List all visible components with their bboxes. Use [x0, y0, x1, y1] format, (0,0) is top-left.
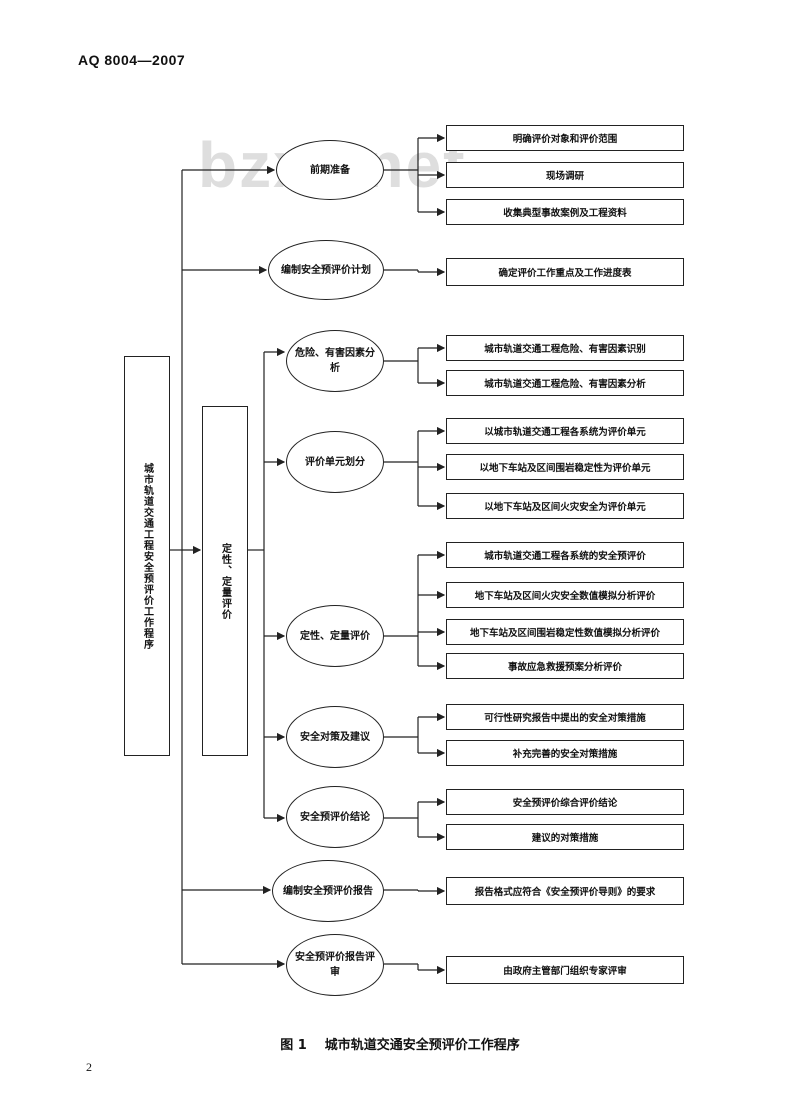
task-box: 地下车站及区间围岩稳定性数值模拟分析评价 — [446, 619, 684, 645]
stage-label: 安全预评价结论 — [300, 811, 370, 823]
stage-oval: 编制安全预评价报告 — [272, 860, 384, 922]
stage-label: 评价单元划分 — [305, 456, 365, 468]
task-box: 以地下车站及区间火灾安全为评价单元 — [446, 493, 684, 519]
task-label: 城市轨道交通工程各系统的安全预评价 — [484, 551, 646, 562]
task-box: 城市轨道交通工程危险、有害因素分析 — [446, 370, 684, 396]
stage-oval: 编制安全预评价计划 — [268, 240, 384, 300]
task-box: 安全预评价综合评价结论 — [446, 789, 684, 815]
stage-label: 危险、有害因素分析 — [295, 348, 375, 374]
stage-label: 安全预评价报告评审 — [295, 952, 375, 978]
task-label: 城市轨道交通工程危险、有害因素分析 — [484, 379, 646, 390]
task-box: 城市轨道交通工程各系统的安全预评价 — [446, 542, 684, 568]
stage-label: 安全对策及建议 — [300, 731, 370, 743]
task-box: 地下车站及区间火灾安全数值模拟分析评价 — [446, 582, 684, 608]
task-box: 现场调研 — [446, 162, 684, 188]
stage-oval: 安全预评价报告评审 — [286, 934, 384, 996]
task-box: 明确评价对象和评价范围 — [446, 125, 684, 151]
task-box: 城市轨道交通工程危险、有害因素识别 — [446, 335, 684, 361]
stage-oval: 安全对策及建议 — [286, 706, 384, 768]
task-label: 建议的对策措施 — [531, 833, 599, 844]
task-label: 事故应急救援预案分析评价 — [507, 662, 622, 673]
task-label: 明确评价对象和评价范围 — [512, 134, 618, 145]
task-label: 安全预评价综合评价结论 — [512, 798, 618, 809]
task-label: 以地下车站及区间围岩稳定性为评价单元 — [479, 463, 651, 474]
page-number: 2 — [86, 1060, 92, 1074]
stage-oval: 前期准备 — [276, 140, 384, 200]
task-box: 报告格式应符合《安全预评价导则》的要求 — [446, 877, 684, 905]
figure-number: 图 1 — [280, 1038, 307, 1053]
figure-title: 城市轨道交通安全预评价工作程序 — [324, 1038, 520, 1053]
task-label: 城市轨道交通工程危险、有害因素识别 — [484, 344, 646, 355]
task-box: 确定评价工作重点及工作进度表 — [446, 258, 684, 286]
method-label: 定性、定量评价 — [219, 542, 231, 620]
workflow-root-label: 城市轨道交通工程安全预评价工作程序 — [141, 462, 153, 650]
stage-oval: 评价单元划分 — [286, 431, 384, 493]
method-box: 定性、定量评价 — [202, 406, 248, 756]
stage-label: 编制安全预评价计划 — [281, 264, 371, 276]
task-box: 可行性研究报告中提出的安全对策措施 — [446, 704, 684, 730]
workflow-root-box: 城市轨道交通工程安全预评价工作程序 — [124, 356, 170, 756]
standard-code: AQ 8004—2007 — [78, 52, 186, 68]
task-box: 以城市轨道交通工程各系统为评价单元 — [446, 418, 684, 444]
task-box: 以地下车站及区间围岩稳定性为评价单元 — [446, 454, 684, 480]
figure-caption: 图 1 城市轨道交通安全预评价工作程序 — [0, 1034, 800, 1053]
task-label: 报告格式应符合《安全预评价导则》的要求 — [474, 887, 656, 898]
task-box: 由政府主管部门组织专家评审 — [446, 956, 684, 984]
task-label: 由政府主管部门组织专家评审 — [503, 966, 627, 977]
task-box: 补充完善的安全对策措施 — [446, 740, 684, 766]
task-label: 收集典型事故案例及工程资料 — [503, 208, 627, 219]
task-box: 事故应急救援预案分析评价 — [446, 653, 684, 679]
stage-label: 编制安全预评价报告 — [283, 885, 373, 897]
task-label: 确定评价工作重点及工作进度表 — [498, 268, 632, 279]
task-label: 以地下车站及区间火灾安全为评价单元 — [484, 502, 646, 513]
task-label: 以城市轨道交通工程各系统为评价单元 — [484, 427, 646, 438]
task-box: 建议的对策措施 — [446, 824, 684, 850]
stage-label: 定性、定量评价 — [300, 630, 370, 642]
task-box: 收集典型事故案例及工程资料 — [446, 199, 684, 225]
task-label: 地下车站及区间围岩稳定性数值模拟分析评价 — [469, 628, 660, 639]
stage-label: 前期准备 — [310, 164, 350, 176]
task-label: 补充完善的安全对策措施 — [512, 749, 618, 760]
stage-oval: 定性、定量评价 — [286, 605, 384, 667]
stage-oval: 安全预评价结论 — [286, 786, 384, 848]
task-label: 可行性研究报告中提出的安全对策措施 — [484, 713, 646, 724]
task-label: 现场调研 — [545, 171, 584, 182]
task-label: 地下车站及区间火灾安全数值模拟分析评价 — [474, 591, 656, 602]
stage-oval: 危险、有害因素分析 — [286, 330, 384, 392]
